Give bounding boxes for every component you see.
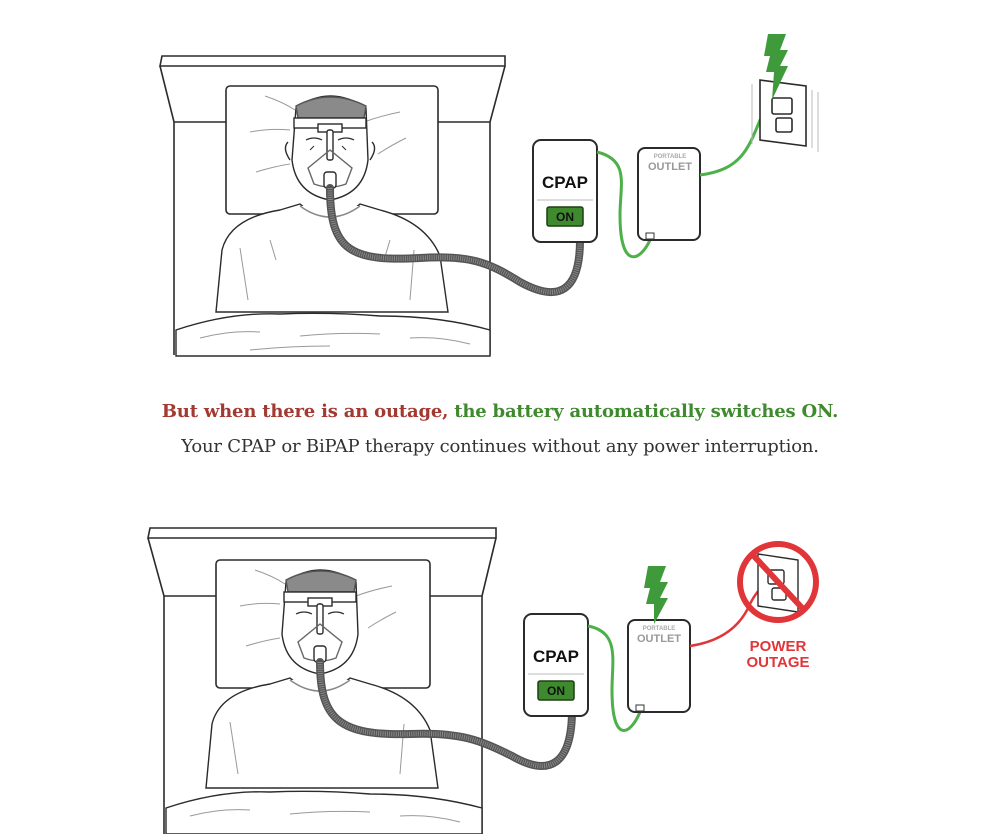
on-label: ON (547, 684, 565, 698)
outage-label-2: OUTAGE (746, 654, 809, 671)
lightning-bolt-icon (764, 34, 788, 100)
subline: Your CPAP or BiPAP therapy continues wit… (181, 436, 819, 457)
portable-outlet-battery: PORTABLE OUTLET (627, 619, 691, 713)
cpap-machine: CPAP ON (523, 613, 589, 717)
cpap-label: CPAP (533, 647, 579, 666)
headline-battery-on: the battery automatically switches ON. (454, 401, 839, 422)
no-power-outlet-icon (737, 541, 819, 623)
brand-large: OUTLET (637, 633, 681, 645)
illustration-normal-power: CPAP ON PORTABLE OUTLET (0, 0, 1000, 370)
brand-small: PORTABLE (654, 154, 687, 160)
headline-outage: But when there is an outage, (161, 401, 449, 422)
illustration-power-outage: CPAP ON PORTABLE OUTLET POWER OUTAGE (0, 500, 1000, 834)
headline: But when there is an outage, the battery… (0, 401, 1000, 422)
on-indicator (546, 206, 584, 227)
on-indicator (537, 680, 575, 701)
outage-label-1: POWER (750, 638, 807, 655)
portable-outlet-battery: PORTABLE OUTLET (637, 147, 701, 241)
brand-small: PORTABLE (643, 626, 676, 632)
wall-outlet (751, 79, 819, 152)
cpap-label: CPAP (542, 173, 588, 192)
on-label: ON (556, 210, 574, 224)
lightning-bolt-icon (644, 566, 668, 624)
cable-cpap-to-battery (596, 150, 652, 259)
cable-cpap-to-battery (587, 624, 642, 732)
cpap-machine: CPAP ON (532, 139, 598, 243)
patient (175, 95, 491, 357)
brand-large: OUTLET (648, 161, 692, 173)
